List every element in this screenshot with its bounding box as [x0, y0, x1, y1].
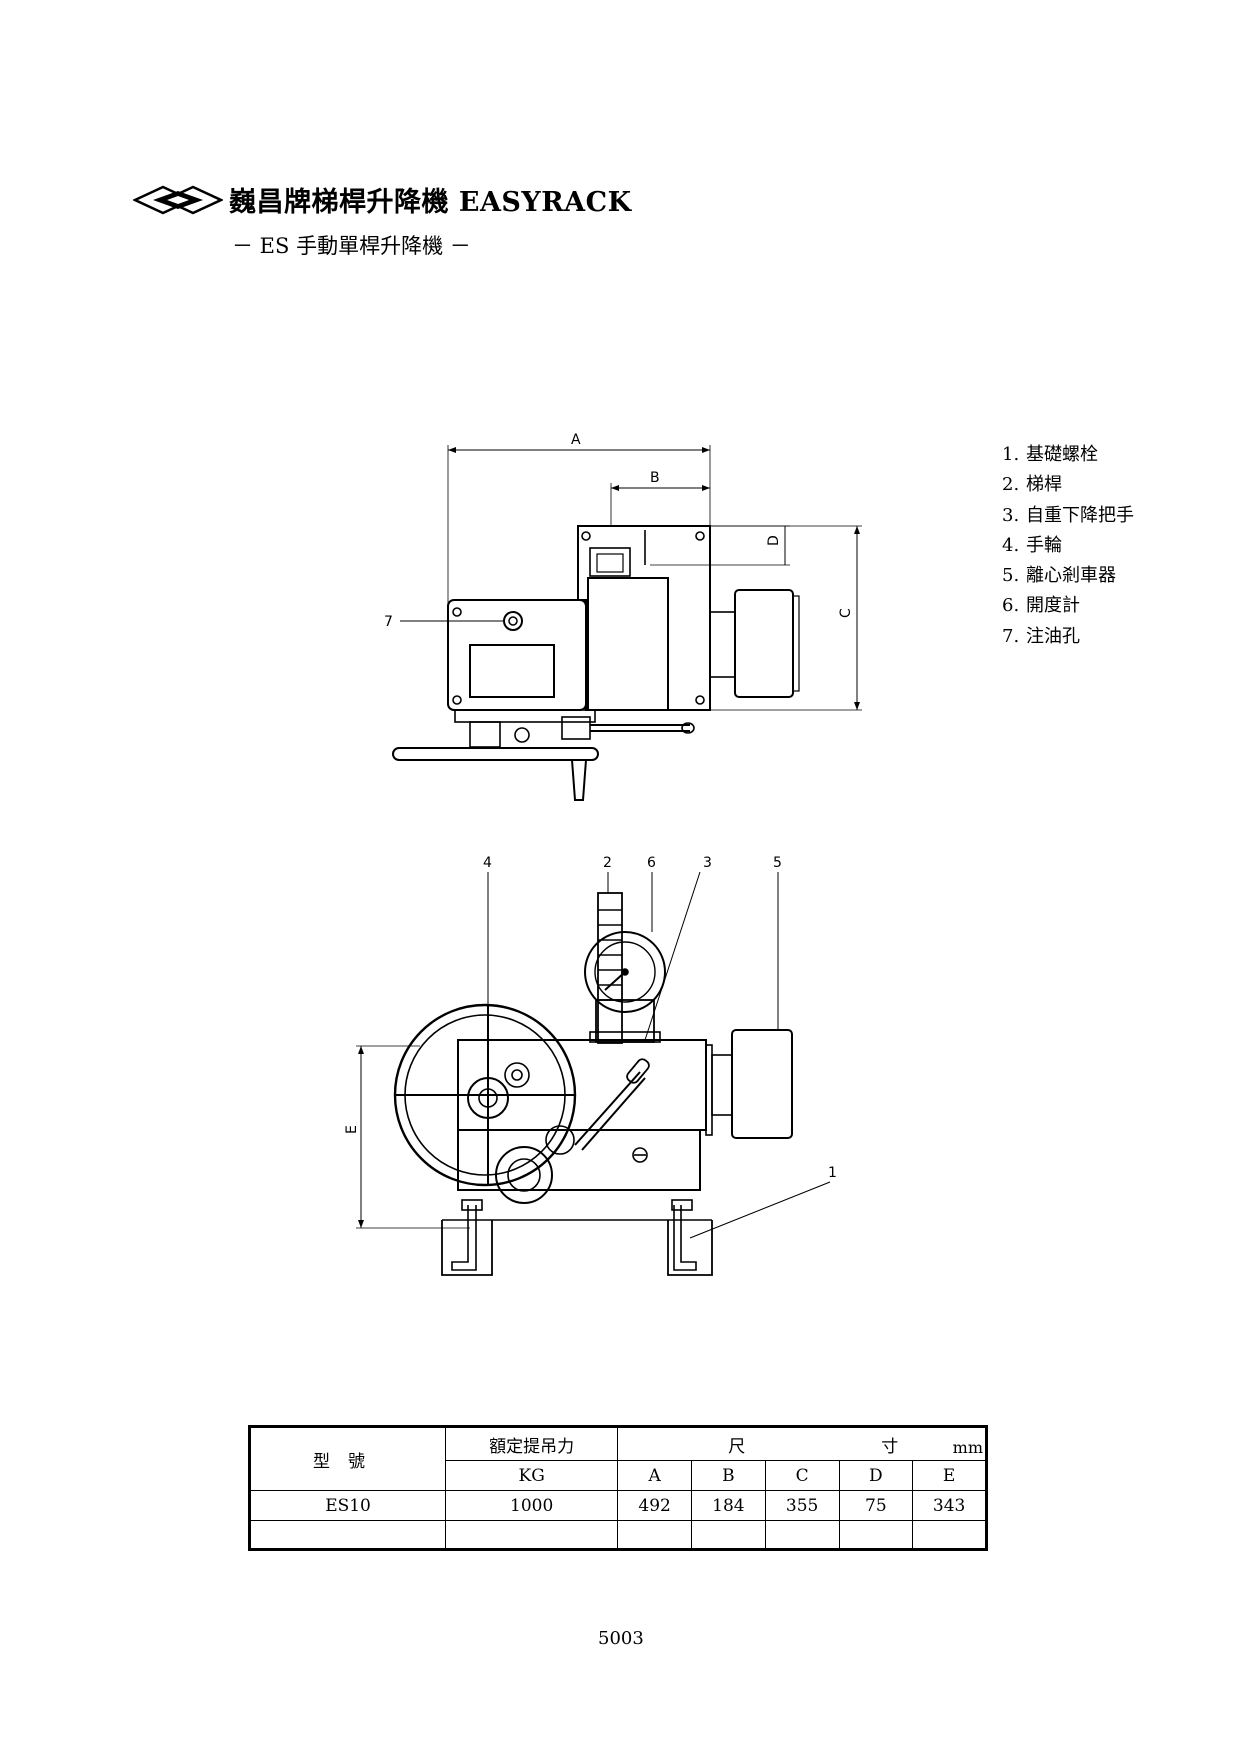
dim-a-label: A	[571, 432, 581, 448]
dim-b-label: B	[650, 470, 660, 486]
dim-c-cell: 355	[764, 1490, 840, 1521]
callout-2: 2	[603, 855, 612, 871]
side-elevation-view	[392, 445, 862, 801]
title-row: 巍昌牌梯桿升降機 EASYRACK	[133, 180, 632, 219]
parts-list: 1.基礎螺栓 2.梯桿 3.自重下降把手 4.手輪 5.離心剎車器 6.開度計 …	[1002, 440, 1134, 652]
dim-a-cell: 492	[617, 1490, 693, 1521]
col-header-c: C	[764, 1460, 840, 1491]
col-header-a: A	[617, 1460, 693, 1491]
dim-e-label: E	[344, 1125, 360, 1134]
list-item: 5.離心剎車器	[1002, 565, 1116, 587]
dim-c-label: C	[838, 608, 854, 618]
col-header-d: D	[838, 1460, 914, 1491]
brand-logo-icon	[133, 185, 223, 214]
callout-3: 3	[703, 855, 712, 871]
model-header: 型號	[248, 1426, 447, 1491]
page-title: 巍昌牌梯桿升降機 EASYRACK	[229, 187, 632, 218]
dim-d-cell: 75	[838, 1490, 914, 1521]
callout-6: 6	[647, 855, 656, 871]
list-item: 3.自重下降把手	[1002, 504, 1134, 526]
list-item: 2.梯桿	[1002, 474, 1062, 496]
callout-5: 5	[773, 855, 782, 871]
table-row: ES10 1000 492 184 355 75 343	[248, 1490, 987, 1521]
callout-7: 7	[384, 614, 393, 630]
capacity-cell: 1000	[445, 1490, 619, 1521]
technical-drawing: A B D C E 7 4 2 6 3 5 1	[344, 432, 862, 1276]
callout-leaders	[400, 620, 831, 1239]
col-header-b: B	[691, 1460, 766, 1491]
model-cell: ES10	[248, 1490, 447, 1521]
callout-1: 1	[828, 1165, 837, 1181]
front-elevation-view	[356, 892, 793, 1276]
col-header-e: E	[912, 1460, 987, 1491]
dim-e-cell: 343	[912, 1490, 987, 1521]
dimension-header: 尺 寸 mm	[617, 1426, 987, 1461]
spec-table: 型號 額定提吊力 尺 寸 mm KG A B C D E ES10 1000 4…	[248, 1425, 988, 1551]
dim-d-label: D	[766, 535, 782, 546]
capacity-header: 額定提吊力	[445, 1426, 619, 1461]
list-item: 1.基礎螺栓	[1002, 444, 1098, 465]
list-item: 4.手輪	[1002, 534, 1062, 556]
capacity-unit: KG	[445, 1460, 619, 1491]
dim-b-cell: 184	[691, 1490, 766, 1521]
list-item: 7.注油孔	[1002, 625, 1080, 647]
page-number: 5003	[598, 1628, 644, 1649]
table-row-empty	[248, 1520, 987, 1550]
list-item: 6.開度計	[1002, 595, 1080, 617]
callout-4: 4	[483, 855, 492, 871]
page-subtitle: － ES 手動單桿升降機 －	[232, 234, 471, 258]
